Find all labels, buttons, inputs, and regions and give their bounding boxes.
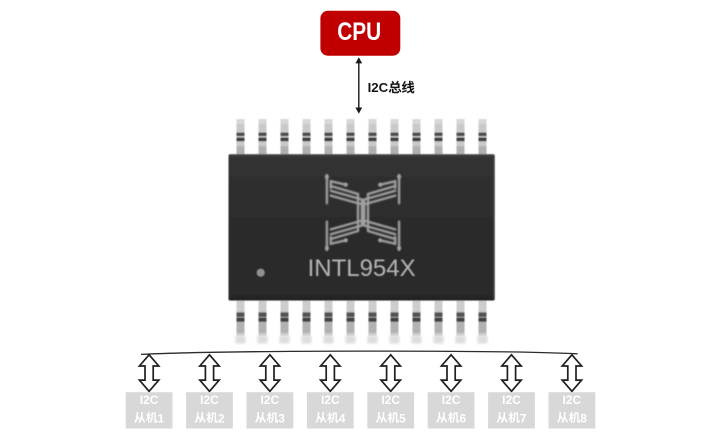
- svg-text:I2C: I2C: [200, 393, 219, 407]
- svg-text:1: 1: [158, 411, 165, 425]
- svg-text:I2C: I2C: [563, 393, 582, 407]
- svg-text:4: 4: [339, 411, 346, 425]
- svg-text:INTL954X: INTL954X: [308, 255, 416, 282]
- svg-text:CPU: CPU: [337, 18, 381, 46]
- svg-text:6: 6: [460, 411, 467, 425]
- svg-text:5: 5: [399, 411, 406, 425]
- svg-text:I2C: I2C: [140, 393, 159, 407]
- svg-text:I2C: I2C: [502, 393, 521, 407]
- svg-text:8: 8: [580, 411, 587, 425]
- svg-text:I2C: I2C: [261, 393, 280, 407]
- svg-text:7: 7: [520, 411, 527, 425]
- svg-text:I2C: I2C: [321, 393, 340, 407]
- svg-text:I2C: I2C: [368, 80, 389, 95]
- svg-text:I2C: I2C: [381, 393, 400, 407]
- svg-text:I2C: I2C: [442, 393, 461, 407]
- svg-text:2: 2: [218, 411, 225, 425]
- svg-text:3: 3: [278, 411, 285, 425]
